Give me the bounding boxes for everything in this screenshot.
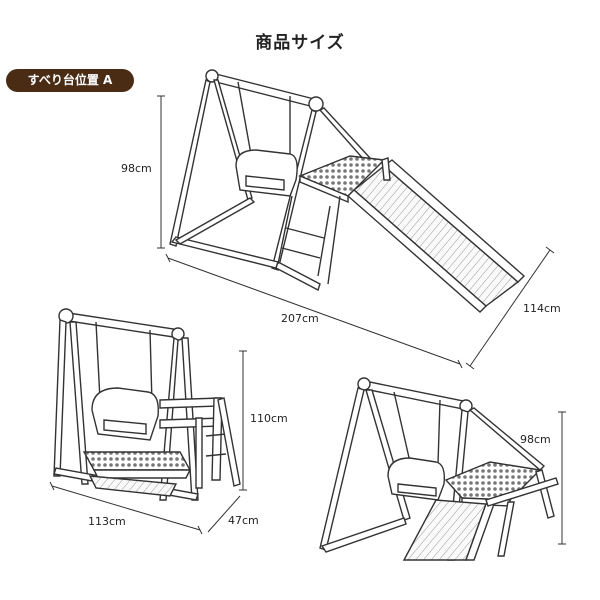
front-platform-deck — [82, 451, 192, 471]
height-dimension-line — [157, 95, 165, 249]
right-height-dimension-line — [558, 411, 566, 545]
left-width-label: 113cm — [88, 515, 126, 528]
slide-position-badge: すべり台位置 A — [6, 69, 134, 92]
top-bar-cap-right — [308, 96, 324, 112]
front-top-crossbar — [61, 311, 181, 339]
top-depth-label: 114cm — [523, 302, 561, 315]
top-height-label: 98cm — [121, 162, 152, 175]
slide — [352, 165, 520, 307]
left-depth-label: 47cm — [228, 514, 259, 527]
depth-dimension-line — [465, 246, 555, 370]
length-dimension-line — [165, 253, 463, 369]
right-height-label: 98cm — [520, 433, 551, 446]
left-depth-dimension-line — [207, 495, 241, 533]
swing-seat — [235, 149, 298, 197]
left-height-label: 110cm — [250, 412, 288, 425]
swing-slide-set-side-view — [157, 69, 555, 370]
page-title: 商品サイズ — [255, 33, 345, 53]
swing-slide-set-front-view — [49, 308, 247, 535]
left-width-dimension-line — [49, 481, 203, 535]
top-length-label: 207cm — [281, 312, 319, 325]
left-height-dimension-line — [239, 350, 247, 491]
top-bar-cap-left — [205, 69, 219, 83]
swing-slide-set-angled-view — [319, 377, 566, 561]
